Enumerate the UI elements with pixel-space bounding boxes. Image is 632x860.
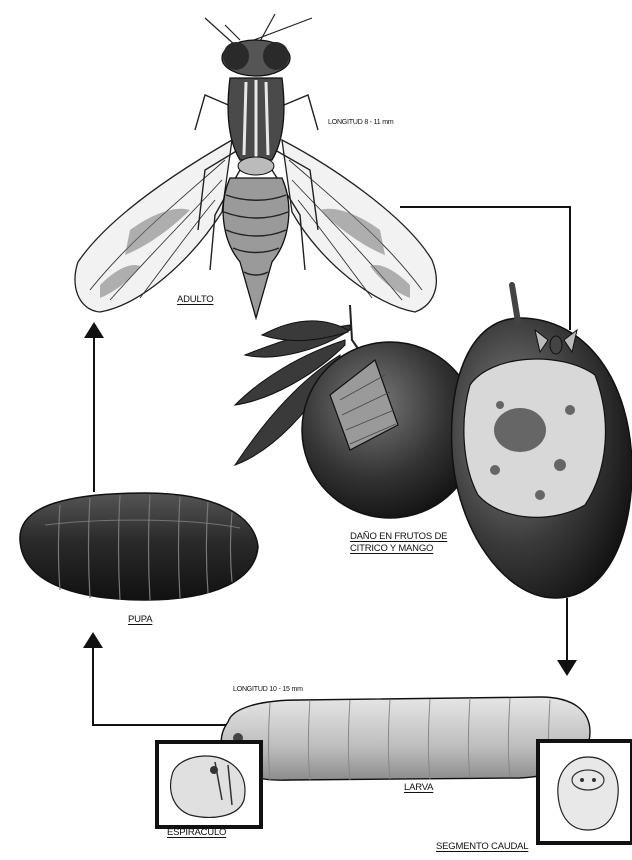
segmento-caudal-inset	[538, 741, 632, 843]
segmento-caudal-label: SEGMENTO CAUDAL	[436, 841, 528, 852]
espiraculo-inset	[157, 742, 261, 827]
pupa-label: PUPA	[128, 614, 152, 625]
adult-length-label: LONGITUD 8 - 11 mm	[328, 119, 394, 126]
fruit-damage-label-line2: CITRICO Y MANGO	[350, 543, 447, 555]
adult-fly-illustration	[75, 14, 436, 318]
larva-label: LARVA	[404, 782, 433, 793]
espiraculo-label: ESPIRACULO	[167, 827, 226, 838]
fruit-damage-label-line1: DAÑO EN FRUTOS DE	[350, 531, 447, 543]
larva-length-label: LONGITUD 10 - 15 mm	[233, 686, 303, 693]
adult-label: ADULTO	[177, 294, 213, 305]
fruit-damage-label: DAÑO EN FRUTOS DE CITRICO Y MANGO	[350, 531, 447, 555]
arrow-larva-to-pupa	[93, 640, 235, 725]
larva-illustration	[221, 697, 590, 780]
pupa-illustration	[20, 493, 258, 600]
